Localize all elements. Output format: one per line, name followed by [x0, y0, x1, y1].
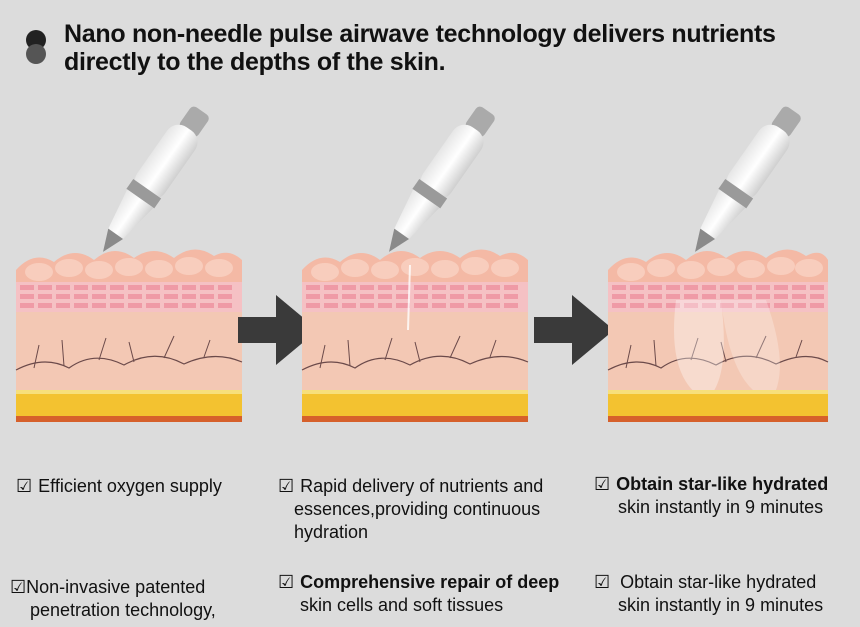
caption-star-hydrated-2: ☑Obtain star-like hydrated skin instantl…: [594, 572, 824, 615]
skin-illustration-1: [14, 100, 244, 430]
headline-line-2: directly to the depths of the skin.: [64, 48, 446, 76]
caption-nutrient-delivery: ☑Rapid delivery of nutrients and essence…: [278, 476, 544, 542]
headline: Nano non-needle pulse airwave technology…: [64, 20, 824, 76]
caption-star-hydrated-1: ☑Obtain star-like hydrated skin instantl…: [594, 474, 829, 517]
headline-line-1: Nano non-needle pulse airwave technology…: [64, 20, 776, 48]
bullet-dots-icon: [26, 30, 50, 70]
caption-oxygen-supply: ☑Efficient oxygen supply: [16, 476, 222, 496]
checkbox-icon: ☑: [594, 572, 611, 592]
checkbox-icon: ☑: [16, 476, 33, 496]
arrow-right-icon: [534, 295, 614, 365]
arrow-right-icon: [238, 295, 318, 365]
checkbox-icon: ☑: [278, 572, 295, 592]
checkbox-icon: ☑: [594, 474, 611, 494]
caption-non-invasive: ☑Non-invasive patented penetration techn…: [10, 577, 216, 620]
skin-illustration-3: [606, 100, 836, 430]
caption-deep-repair: ☑Comprehensive repair of deep skin cells…: [278, 572, 560, 615]
checkbox-icon: ☑: [10, 577, 27, 597]
skin-illustration-2: [300, 100, 530, 430]
checkbox-icon: ☑: [278, 476, 295, 496]
